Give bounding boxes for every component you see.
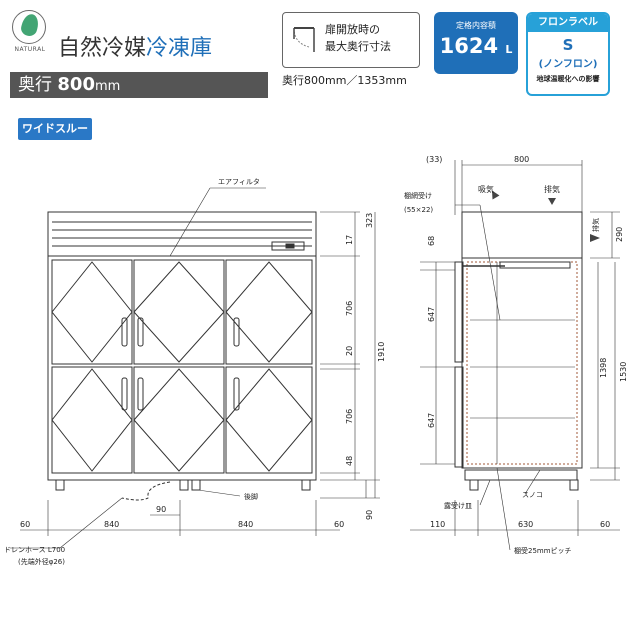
dim-90-foot: 90 <box>365 510 374 520</box>
adjuster-label: 後脚 <box>244 492 258 501</box>
intake-arrow-icon <box>492 190 500 200</box>
capacity-title: 定格内容積 <box>456 21 496 30</box>
fluorocarbon-note: (ノンフロン) <box>538 59 598 70</box>
side-door-upper <box>454 261 464 363</box>
side-cabinet-outline <box>461 257 583 469</box>
dim-90-drain: 90 <box>156 505 166 514</box>
dim-60-side: 60 <box>600 520 610 529</box>
dim-840-b: 840 <box>238 520 253 529</box>
front-cabinet-outline <box>47 211 317 481</box>
door-open-line1: 扉開放時の <box>325 23 380 36</box>
drip-tray <box>464 469 578 481</box>
sunoko-label: スノコ <box>522 491 543 499</box>
exhaust-top-label: 排気 <box>544 184 560 194</box>
fluorocarbon-desc: 地球温暖化への影響 <box>536 75 600 83</box>
door-swing-icon <box>293 27 315 52</box>
drip-tray-label: 露受け皿 <box>444 501 472 510</box>
dim-706-lower: 706 <box>345 409 354 424</box>
dim-17: 17 <box>345 235 354 245</box>
exhaust-side-label: 排気 <box>591 218 600 232</box>
side-door-lower <box>454 366 464 468</box>
dim-840-a: 840 <box>104 520 119 529</box>
dim-647-a: 647 <box>427 307 436 322</box>
side-insulation <box>466 261 578 465</box>
dim-110: 110 <box>430 520 445 529</box>
air-filter-label: エアフィルタ <box>218 177 260 186</box>
drain-hose-note: (先端外径φ26) <box>18 557 65 566</box>
capacity-value: 1624 <box>439 34 499 58</box>
logo-text: NATURAL <box>14 46 46 53</box>
drain-hose-label: ドレンホース L700 <box>4 546 65 554</box>
capacity-box: 定格内容積 1624 L <box>434 12 518 74</box>
control-panel <box>271 241 305 251</box>
side-exhaust-arrow-icon <box>590 234 600 242</box>
door-open-depths: 奥行800mm／1353mm <box>282 74 407 87</box>
dim-60-right: 60 <box>334 520 344 529</box>
intake-label: 吸気 <box>478 184 494 194</box>
side-machine-section <box>461 211 583 259</box>
dim-323: 323 <box>365 213 374 228</box>
fluorocarbon-grade: S <box>562 36 574 54</box>
dim-1530: 1530 <box>619 362 628 382</box>
depth-bar: 奥行 800mm <box>10 72 268 98</box>
dim-20: 20 <box>345 346 354 356</box>
fluorocarbon-label: フロンラベル S (ノンフロン) 地球温暖化への影響 <box>526 12 610 96</box>
dim-60-left: 60 <box>20 520 30 529</box>
depth-label: 奥行 <box>18 75 52 95</box>
depth-unit: mm <box>94 79 121 94</box>
exhaust-arrow-icon <box>548 198 556 205</box>
drain-hose <box>121 481 171 501</box>
wide-through-badge: ワイドスルー <box>18 118 92 140</box>
dim-1398: 1398 <box>599 358 608 378</box>
dim-33: (33) <box>426 155 442 164</box>
natural-logo <box>12 10 46 44</box>
dim-647-b: 647 <box>427 413 436 428</box>
dim-706-upper: 706 <box>345 301 354 316</box>
dim-800: 800 <box>514 155 529 164</box>
dim-1910: 1910 <box>377 342 386 362</box>
pitch-note: 棚受25mmピッチ <box>514 546 572 555</box>
front-doors <box>51 259 313 474</box>
fluorocarbon-title: フロンラベル <box>528 14 608 32</box>
title-plain: 自然冷媒 <box>58 36 147 61</box>
front-machine-panel <box>47 211 317 257</box>
dim-48: 48 <box>345 456 354 466</box>
shelf-bracket-label: 棚網受け <box>404 191 432 200</box>
dim-68: 68 <box>427 236 436 246</box>
capacity-unit: L <box>505 43 513 56</box>
dim-630: 630 <box>518 520 533 529</box>
dim-290: 290 <box>615 227 624 242</box>
shelf-bracket-size: (55×22) <box>404 206 433 214</box>
depth-value: 800 <box>57 74 95 95</box>
door-open-box: 扉開放時の最大奥行寸法 <box>282 12 420 68</box>
door-open-line2: 最大奥行寸法 <box>325 40 391 53</box>
page-title: 自然冷媒冷凍庫 <box>58 30 212 62</box>
title-blue: 冷凍庫 <box>146 36 213 61</box>
